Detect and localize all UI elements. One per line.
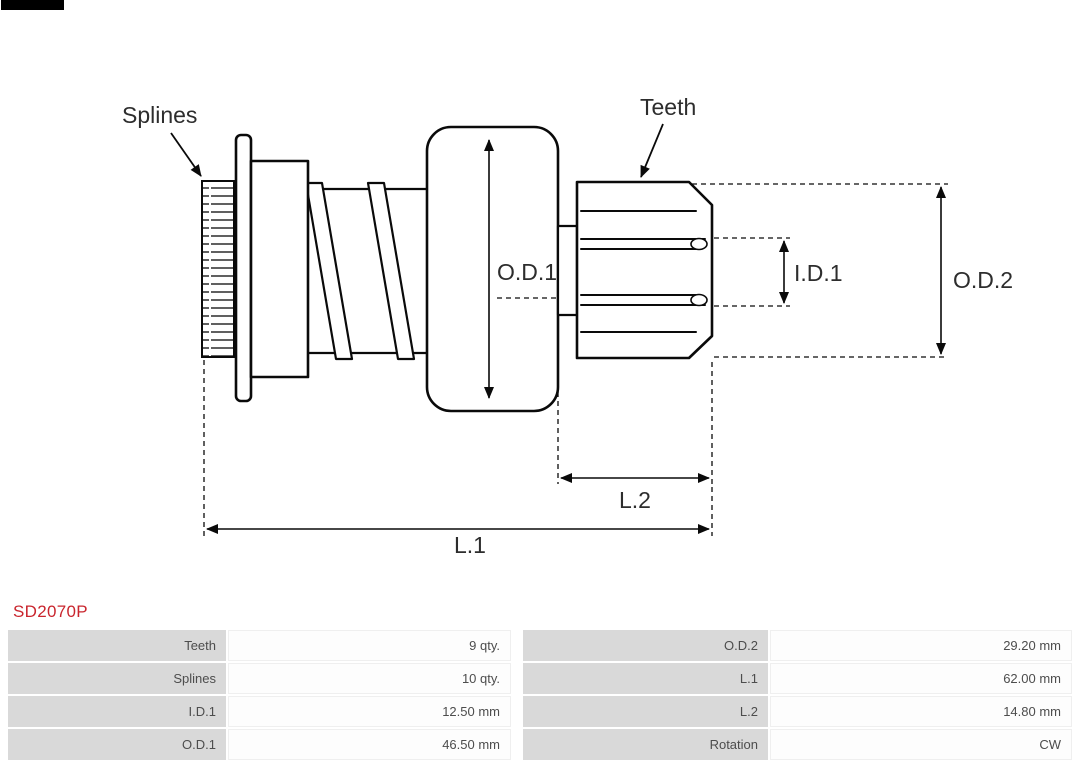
dim-l2: L.2	[557, 320, 713, 513]
return-spring	[304, 181, 430, 361]
spec-label: Teeth	[8, 630, 226, 661]
pinion-gear	[575, 180, 714, 360]
table-gap	[513, 630, 521, 661]
dim-id1: I.D.1	[714, 237, 843, 307]
label-l1: L.1	[454, 532, 486, 558]
teeth-pointer-arrow	[640, 123, 664, 178]
dim-od1: O.D.1	[484, 139, 557, 399]
dim-l1: L.1	[203, 360, 713, 558]
spring-coil	[304, 181, 354, 361]
brand-logo	[1, 0, 64, 10]
spec-value: 12.50 mm	[228, 696, 511, 727]
spec-value: 62.00 mm	[770, 663, 1072, 694]
splined-shaft	[201, 180, 235, 358]
spec-value: 29.20 mm	[770, 630, 1072, 661]
label-od1: O.D.1	[497, 259, 557, 285]
splines-pointer-arrow	[170, 132, 202, 177]
label-id1: I.D.1	[794, 260, 843, 286]
spec-value: 46.50 mm	[228, 729, 511, 760]
label-od2: O.D.2	[953, 267, 1013, 293]
spec-label: Splines	[8, 663, 226, 694]
collar	[249, 159, 310, 379]
spec-label: L.1	[523, 663, 768, 694]
tooth-end-profile	[690, 293, 708, 307]
label-teeth: Teeth	[640, 94, 696, 120]
pinion-outline	[575, 180, 714, 360]
label-splines: Splines	[122, 102, 197, 128]
table-gap	[513, 729, 521, 760]
part-number: SD2070P	[13, 602, 88, 621]
spec-label: O.D.2	[523, 630, 768, 661]
spec-value: 14.80 mm	[770, 696, 1072, 727]
dim-od2: O.D.2	[692, 183, 1013, 358]
label-l2: L.2	[619, 487, 651, 513]
spec-value: CW	[770, 729, 1072, 760]
callout-splines: Splines	[122, 102, 202, 177]
tooth-end-profile	[690, 237, 708, 251]
spec-value: 9 qty.	[228, 630, 511, 661]
stop-ring	[234, 133, 253, 403]
spec-label: O.D.1	[8, 729, 226, 760]
callout-teeth: Teeth	[640, 94, 696, 178]
spec-label: Rotation	[523, 729, 768, 760]
spec-label: L.2	[523, 696, 768, 727]
technical-drawing: O.D.1 I.D.1 O.D.2 L.2 L.1 Splines Teeth	[122, 94, 1013, 558]
spec-label: I.D.1	[8, 696, 226, 727]
table-gap	[513, 663, 521, 694]
spring-coil	[366, 181, 416, 361]
neck	[556, 224, 579, 317]
table-gap	[513, 696, 521, 727]
spec-value: 10 qty.	[228, 663, 511, 694]
spec-table: Teeth 9 qty. O.D.2 29.20 mm Splines 10 q…	[8, 630, 1072, 760]
